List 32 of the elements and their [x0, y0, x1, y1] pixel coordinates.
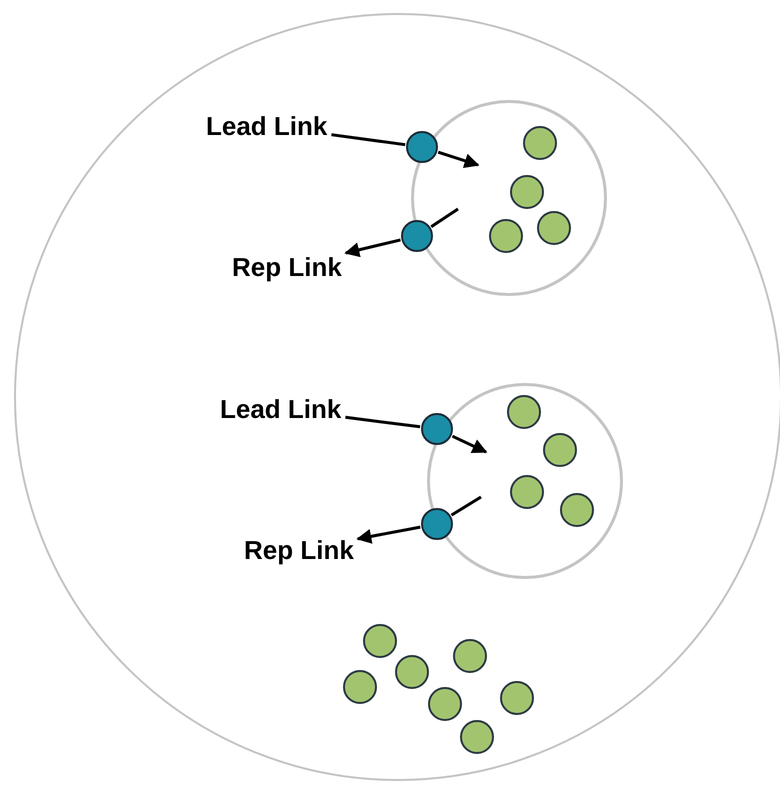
link-label: Rep Link — [244, 535, 354, 565]
arrow — [438, 150, 480, 168]
member-dot — [500, 681, 534, 715]
member-dot — [537, 211, 571, 245]
arrow — [452, 434, 488, 454]
link-label: Rep Link — [232, 252, 342, 282]
member-dot — [460, 720, 494, 754]
member-dot — [510, 175, 544, 209]
member-dot — [510, 475, 544, 509]
member-dot — [507, 395, 541, 429]
connector-line — [450, 496, 482, 516]
member-dot — [543, 433, 577, 467]
connector-line — [345, 416, 420, 428]
group-circle — [14, 13, 780, 781]
link-node — [401, 220, 433, 252]
member-dot — [523, 126, 557, 160]
member-dot — [560, 493, 594, 527]
link-label: Lead Link — [206, 111, 328, 141]
link-node — [421, 508, 453, 540]
link-node — [421, 413, 453, 445]
link-node — [406, 131, 438, 163]
connector-line — [430, 208, 459, 228]
link-label: Lead Link — [220, 394, 342, 424]
member-dot — [428, 687, 462, 721]
member-dot — [453, 639, 487, 673]
member-dot — [489, 219, 523, 253]
member-dot — [343, 670, 377, 704]
connector-line — [331, 133, 406, 146]
arrow — [344, 238, 401, 258]
member-dot — [395, 655, 429, 689]
arrow — [356, 526, 421, 544]
member-dot — [363, 624, 397, 658]
